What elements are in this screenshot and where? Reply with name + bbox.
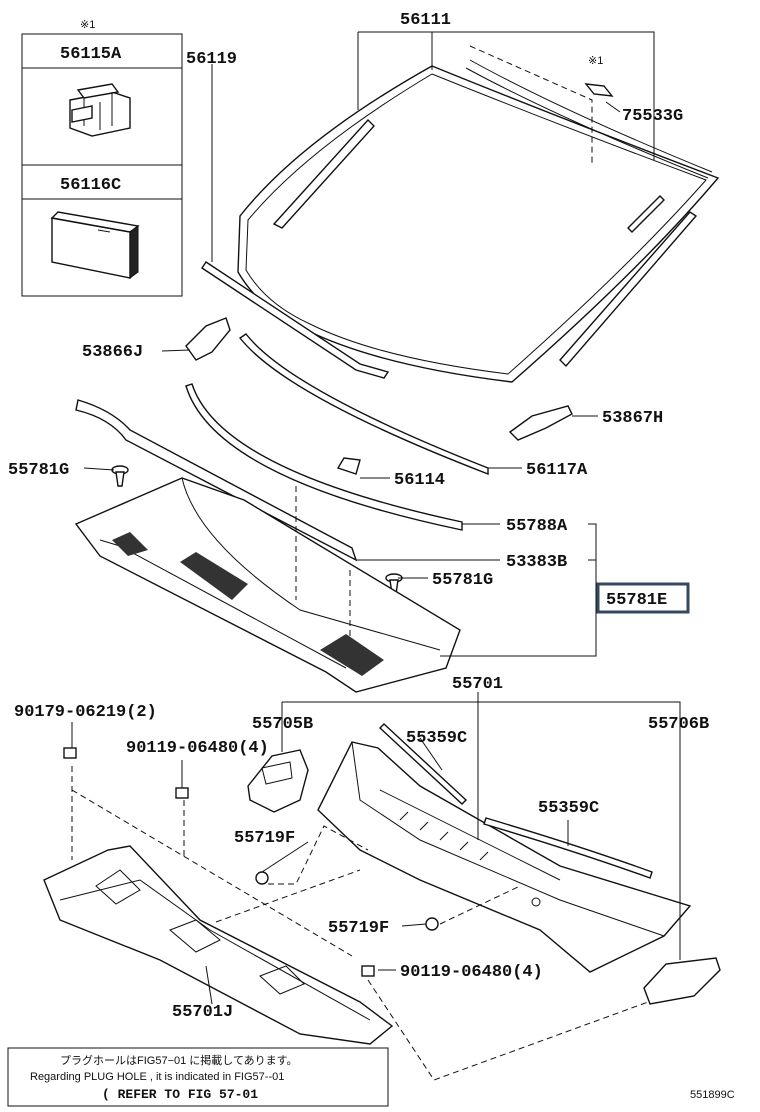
label-90119-06480-b: 90119-06480(4) [400, 963, 543, 982]
nut-55719f-b [425, 917, 439, 931]
label-90179-06219: 90179-06219(2) [14, 703, 157, 722]
bolt-90179-icon [63, 747, 77, 759]
label-55359c-a: 55359C [406, 729, 467, 748]
label-55701: 55701 [452, 675, 503, 694]
windshield-glass [237, 59, 720, 383]
grille-left [180, 552, 248, 600]
seal-55788a [185, 383, 463, 531]
seal-55359c-a [378, 723, 468, 805]
weatherstrip-56117a [238, 333, 489, 476]
bracket-53867h [508, 405, 573, 441]
inset-label-56116c: 56116C [60, 176, 121, 195]
pad-56116c-icon [50, 211, 140, 279]
label-53383b: 53383B [506, 553, 567, 572]
moulding-56119 [201, 261, 390, 379]
bolt-90119-a-icon [175, 760, 189, 799]
label-56117a: 56117A [526, 461, 588, 480]
note-line-1: プラグホールはFIG57−01 に掲載してあります。 [60, 1053, 298, 1067]
label-56111: 56111 [400, 11, 451, 30]
label-55359c-b: 55359C [538, 799, 599, 818]
label-55781e: 55781E [606, 591, 667, 610]
note-line-2: Regarding PLUG HOLE , it is indicated in… [30, 1071, 284, 1083]
mark-75533g: ※1 [588, 55, 603, 67]
label-55719f-b: 55719F [328, 919, 389, 938]
cowl-sub-panel-55701j [43, 845, 394, 1045]
highlight-box-55781e [596, 582, 690, 614]
label-53866j: 53866J [82, 343, 143, 362]
nut-55719f-a [255, 871, 269, 885]
label-90119-06480-a: 90119-06480(4) [126, 739, 269, 758]
inset-box: ※1 56115A 56116C [21, 19, 183, 297]
clip-56114 [336, 457, 361, 475]
cowl-top-panel [74, 477, 461, 693]
label-75533g: 75533G [622, 107, 683, 126]
clip-56115a-icon [69, 83, 131, 137]
leader-lines [71, 31, 681, 1005]
inset-label-56115a: 56115A [60, 45, 122, 64]
label-53867h: 53867H [602, 409, 663, 428]
bolt-90119-b-icon [361, 965, 375, 977]
dashed-connectors [71, 45, 649, 1081]
inset-note-mark: ※1 [80, 19, 95, 31]
note-line-3: ( REFER TO FIG 57-01 [102, 1087, 258, 1102]
bracket-55706b [643, 957, 721, 1005]
cowl-panel-55701 [317, 741, 692, 973]
label-55781g-a: 55781G [8, 461, 69, 480]
seal-55359c-b [483, 817, 653, 879]
label-55701j: 55701J [172, 1003, 233, 1022]
grille-right [320, 634, 384, 676]
clip-55781g-icon [111, 465, 129, 487]
label-55788a: 55788A [506, 517, 568, 536]
label-56119: 56119 [186, 50, 237, 69]
label-56114: 56114 [394, 471, 445, 490]
note-box: プラグホールはFIG57−01 に掲載してあります。 Regarding PLU… [7, 1047, 389, 1107]
bracket-53866j [185, 317, 231, 361]
figure-code: 551899C [690, 1089, 735, 1101]
label-55705b: 55705B [252, 715, 313, 734]
label-55781g-b: 55781G [432, 571, 493, 590]
side-moulding-right [559, 211, 698, 368]
label-55706b: 55706B [648, 715, 709, 734]
label-55719f-a: 55719F [234, 829, 295, 848]
